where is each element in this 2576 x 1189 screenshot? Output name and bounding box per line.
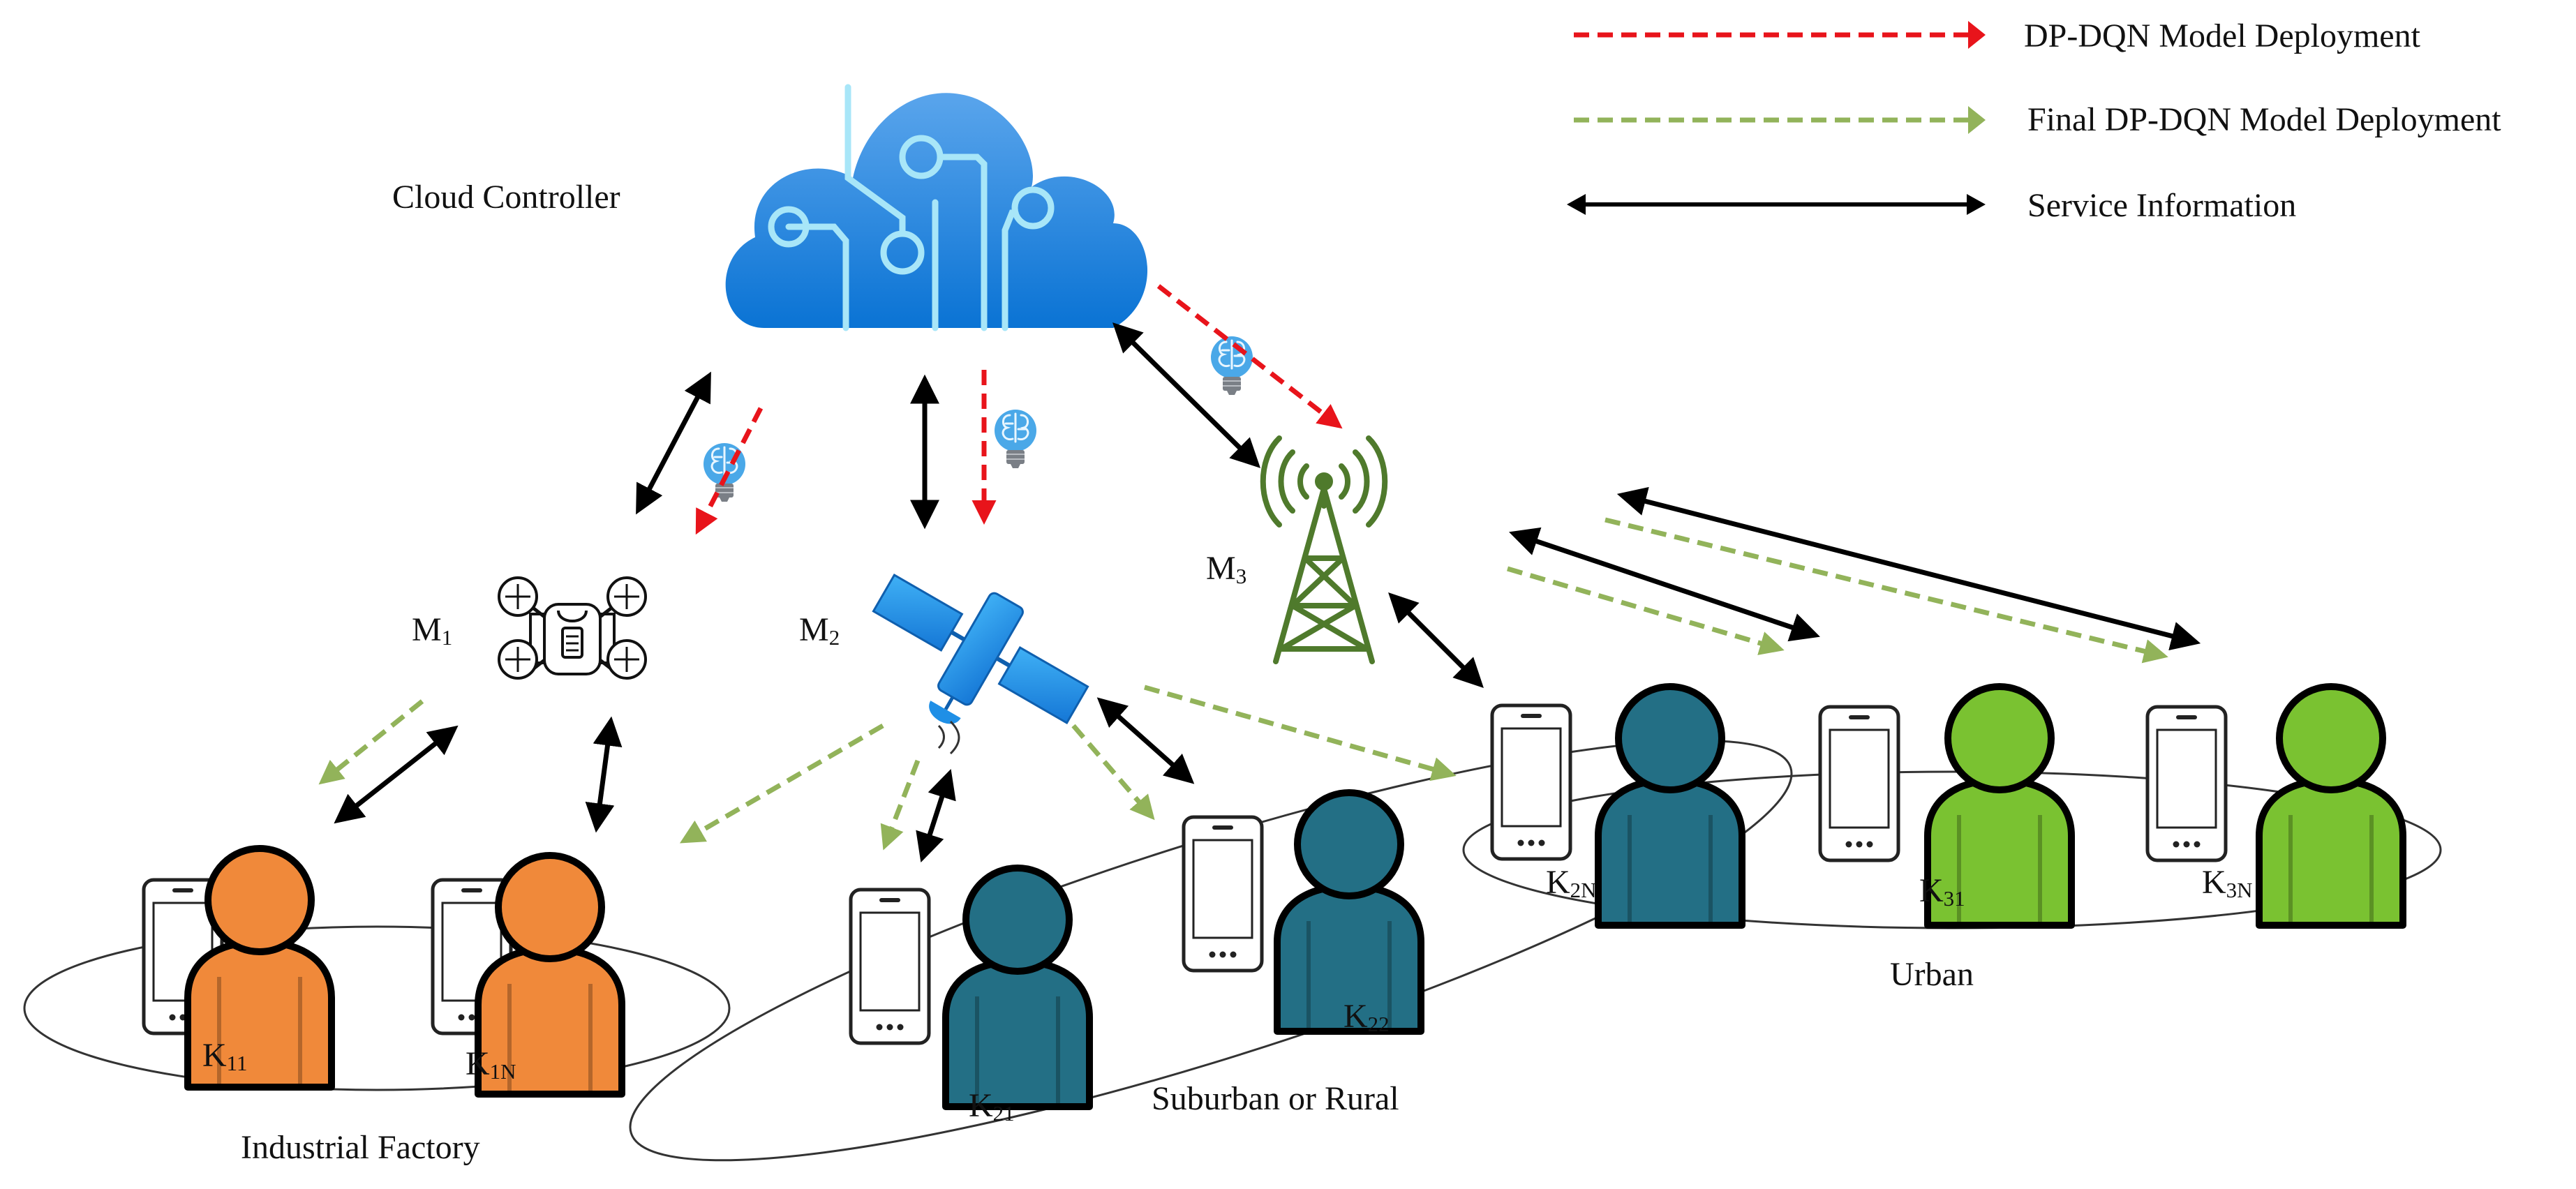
- industrial-region-ellipse: [23, 925, 731, 1091]
- k22-label: K22: [1343, 998, 1390, 1036]
- legend-dp-dqn-arrowhead: [1968, 21, 1986, 49]
- k11-label: K11: [202, 1037, 248, 1075]
- final-arrow-k22: [1071, 724, 1155, 821]
- service-arrow-m2-k22: [1096, 697, 1195, 784]
- service-arrow-cloud-m3: [1112, 322, 1260, 468]
- person-icon: [946, 868, 1089, 1107]
- person-icon: [1277, 793, 1421, 1031]
- k31-label: K31: [1919, 872, 1965, 911]
- k3n-label: K3N: [2202, 864, 2253, 902]
- final-arrow-k2n: [1144, 685, 1457, 782]
- suburban-rural-label: Suburban or Rural: [1152, 1080, 1399, 1117]
- final-arrow-k21: [880, 759, 921, 851]
- legend-final-arrowhead: [1968, 106, 1986, 134]
- m3-label: M3: [1206, 550, 1246, 588]
- dp-dqn-arrow-m3: [1156, 284, 1343, 429]
- cloud-icon: [725, 84, 1148, 331]
- legend-service-label: Service Information: [2027, 187, 2296, 224]
- final-arrow-k11: [318, 699, 424, 785]
- drone-icon: [498, 576, 647, 680]
- person-icon: [478, 855, 622, 1094]
- phone-icon: [2147, 707, 2226, 860]
- service-arrow-m3-k2n: [1388, 592, 1484, 688]
- tower-icon: [1260, 435, 1388, 664]
- service-arrow-m2-k21: [916, 769, 956, 862]
- service-arrows: [334, 322, 2201, 862]
- service-arrow-cloud-m1: [636, 371, 711, 515]
- person-icon: [2259, 687, 2403, 925]
- bulb-icon: [1209, 335, 1254, 396]
- service-arrow-m1-k1n: [585, 716, 623, 833]
- m2-label: M2: [799, 611, 840, 650]
- phone-icon: [1820, 707, 1898, 860]
- phone-icon: [1492, 705, 1570, 859]
- m1-label: M1: [412, 611, 452, 650]
- bulb-icon: [993, 408, 1038, 470]
- dp-dqn-arrows: [695, 284, 1343, 535]
- legend-dp-dqn-label: DP-DQN Model Deployment: [2024, 17, 2421, 54]
- urban-label: Urban: [1890, 956, 1974, 993]
- k1n-label: K1N: [466, 1045, 516, 1084]
- service-arrow-m3-k3n: [1616, 486, 2201, 651]
- final-arrow-k1n: [679, 723, 884, 844]
- suburban-region-ellipse: [629, 739, 1793, 1162]
- legend-service-arrowhead-right: [1967, 194, 1986, 215]
- final-arrow-k3n: [1605, 517, 2168, 664]
- cloud-controller-label: Cloud Controller: [392, 179, 620, 216]
- satellite-signal-icon: [937, 720, 960, 755]
- industrial-factory-label: Industrial Factory: [241, 1129, 480, 1166]
- phone-icon: [851, 890, 929, 1043]
- legend-final-label: Final DP-DQN Model Deployment: [2027, 101, 2501, 138]
- k21-label: K21: [969, 1087, 1015, 1126]
- legend-service-arrowhead-left: [1567, 194, 1586, 215]
- k2n-label: K2N: [1546, 864, 1597, 902]
- phone-icon: [1184, 817, 1262, 971]
- satellite-icon: [872, 573, 1089, 725]
- person-icon: [1598, 687, 1742, 925]
- service-arrow-m1-k11: [334, 725, 459, 824]
- legend: DP-DQN Model Deployment Final DP-DQN Mod…: [1567, 17, 2501, 224]
